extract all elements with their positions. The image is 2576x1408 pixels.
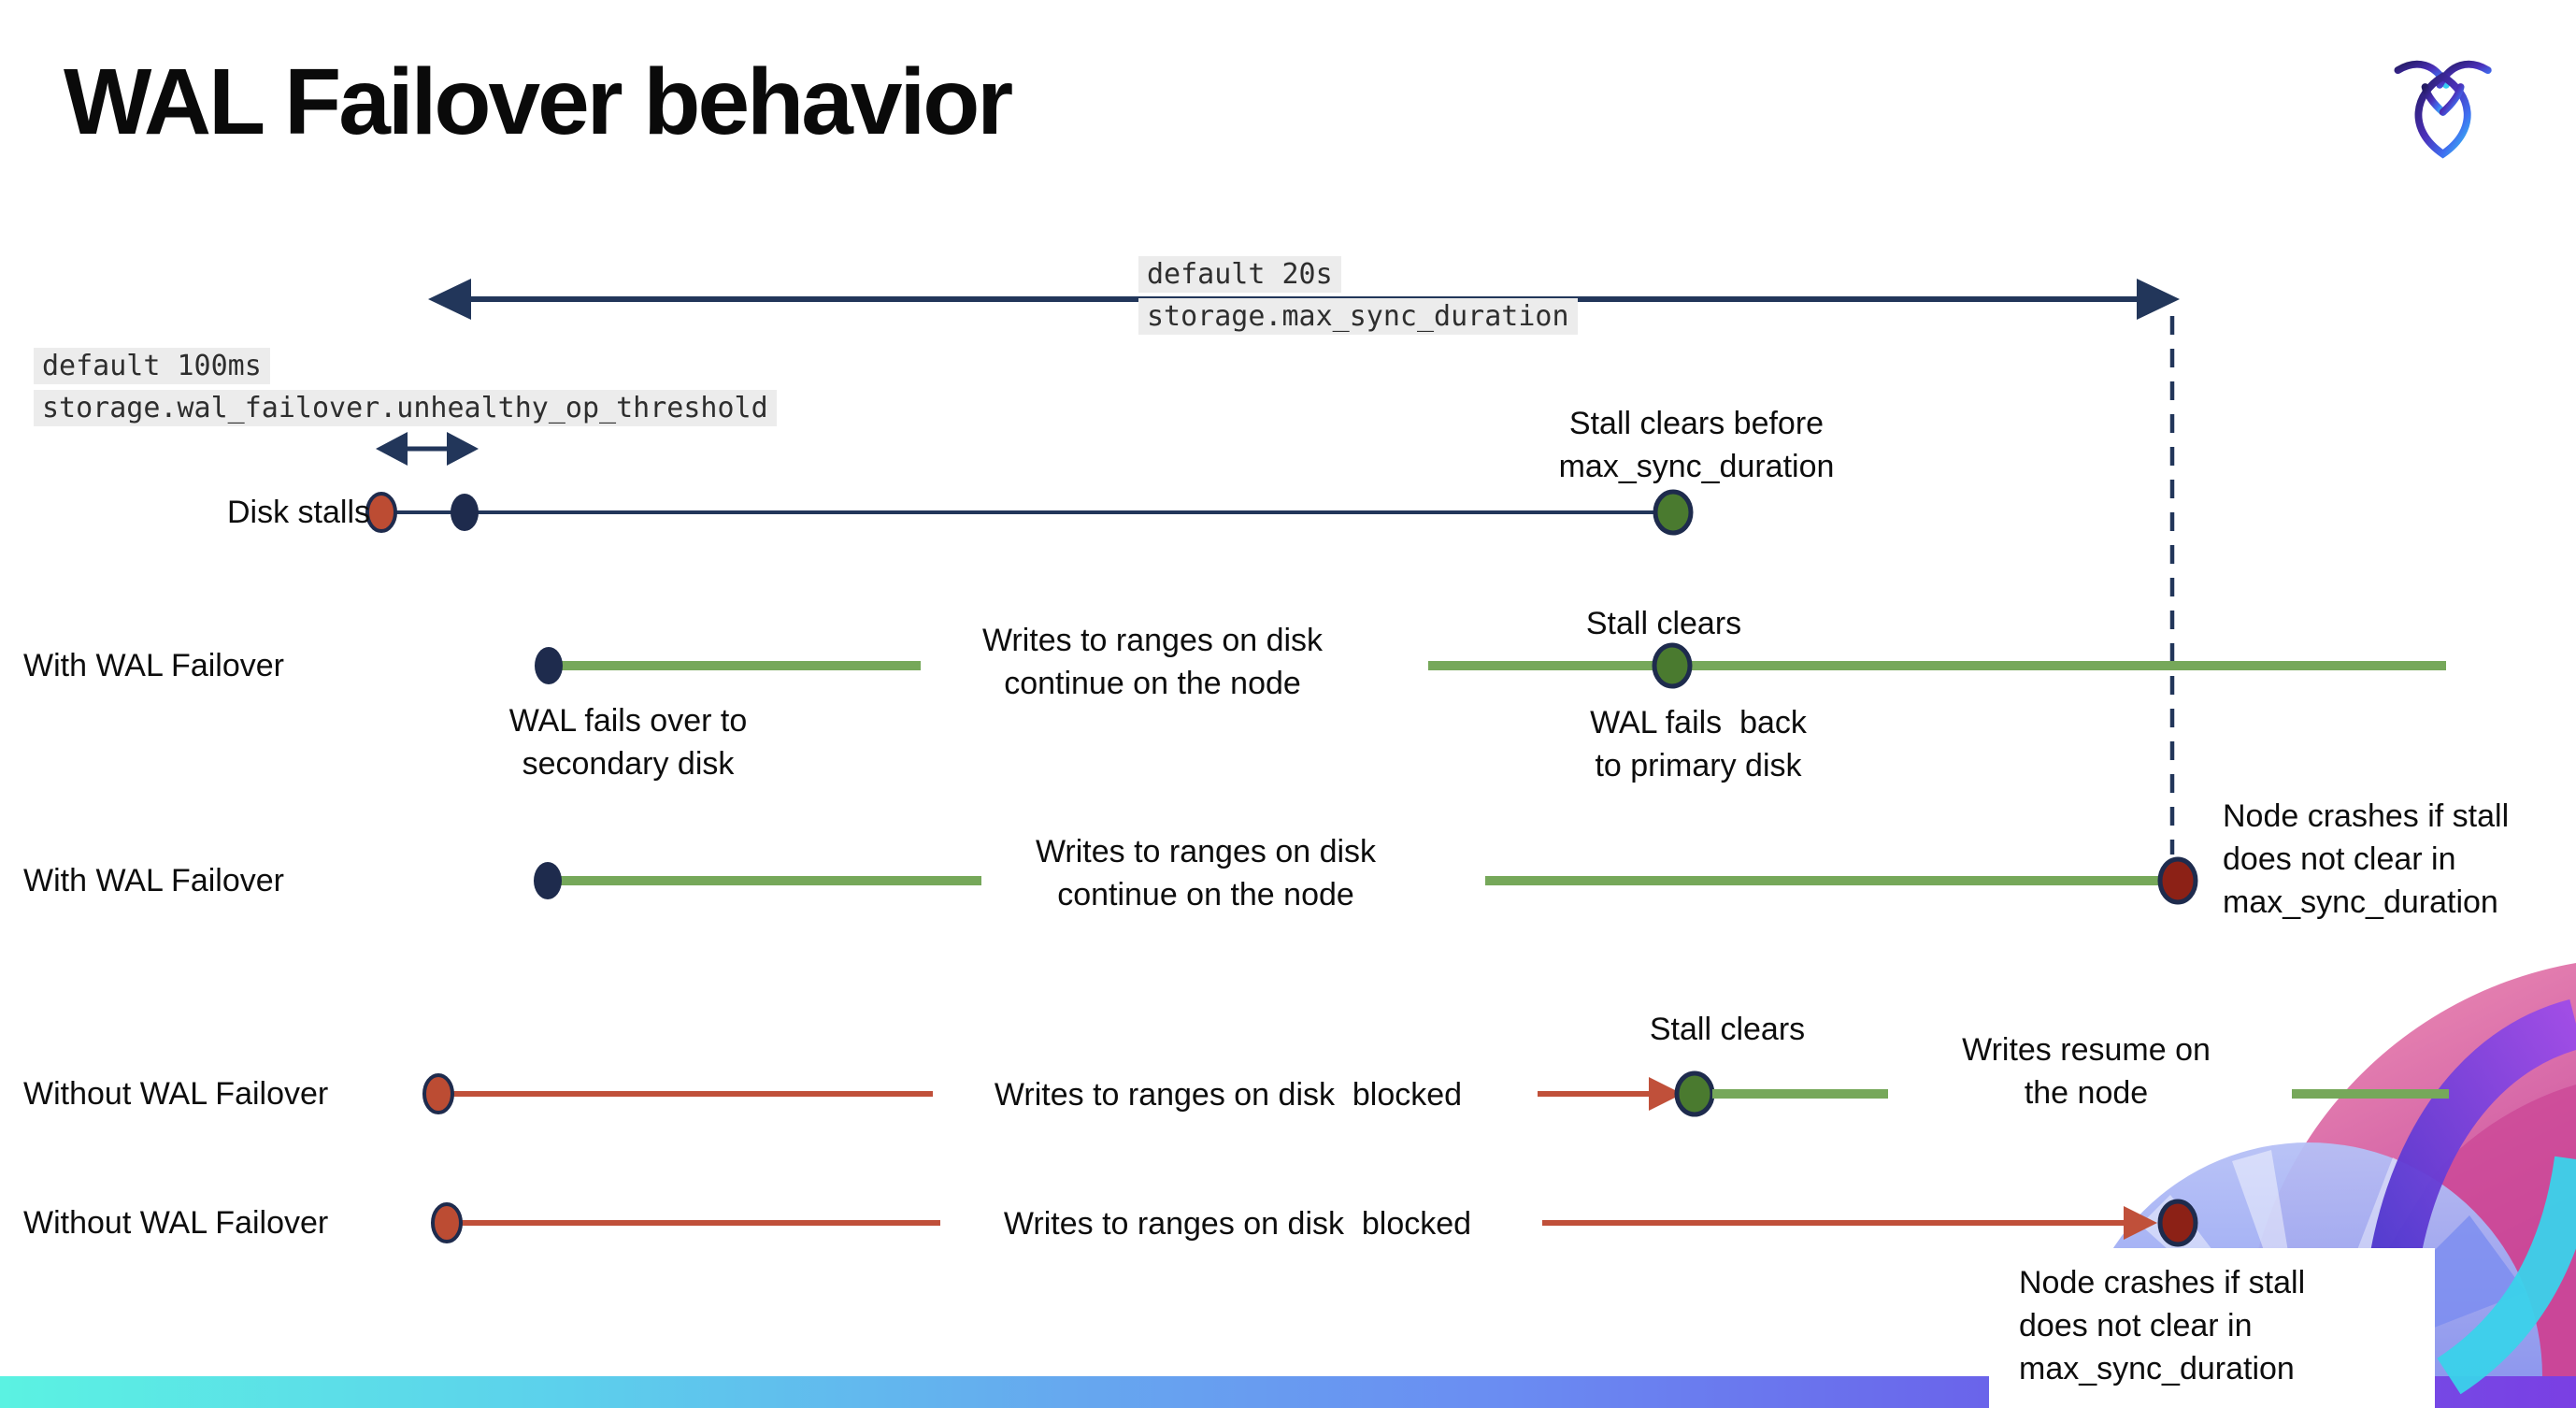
page-title: WAL Failover behavior: [64, 50, 1013, 154]
writes-continue-note: Writes to ranges on disk continue on the…: [1035, 834, 1377, 912]
disk-stall-start-dot: [422, 1073, 454, 1114]
unhealthy-op-default-value: default 100ms: [34, 348, 270, 384]
unhealthy-op-setting-label: default 100ms storage.wal_failover.unhea…: [34, 348, 777, 426]
decor-cyan-swoosh: [2437, 1156, 2576, 1395]
max-sync-setting-name: storage.max_sync_duration: [1138, 298, 1578, 335]
row-with-wal-failover-2: [534, 856, 2198, 905]
row-label-without-wal-1: Without WAL Failover: [23, 1076, 329, 1112]
row-label-without-wal-2: Without WAL Failover: [23, 1205, 329, 1241]
disk-stall-start-dot: [365, 492, 397, 533]
row-without-wal-failover-1: [422, 1070, 2449, 1117]
stall-clears-label: Stall clears: [1585, 606, 1742, 641]
cockroachdb-logo-icon: [2394, 60, 2492, 159]
max-sync-default-value: default 20s: [1138, 256, 1341, 293]
failover-dot: [535, 647, 563, 684]
node-crash-dot: [2157, 1199, 2198, 1247]
wal-fails-over-note: WAL fails over to secondary disk: [508, 703, 748, 782]
node-crash-note: Node crashes if stall does not clear in …: [2223, 798, 2510, 920]
wal-fails-back-note: WAL fails back to primary disk: [1590, 705, 1807, 783]
node-crash-dot: [2157, 856, 2198, 905]
failover-threshold-dot: [451, 494, 479, 531]
failover-dot: [534, 862, 562, 899]
row-label-with-wal-2: With WAL Failover: [23, 863, 284, 898]
max-sync-setting-label: default 20s storage.max_sync_duration: [1138, 256, 1578, 335]
red-arrowhead: [2124, 1206, 2157, 1240]
disk-stall-start-dot: [431, 1202, 463, 1243]
stall-clears-label: Stall clears: [1649, 1012, 1806, 1047]
row-with-wal-failover-1: [535, 642, 2446, 689]
row-without-wal-failover-2: [431, 1199, 2198, 1247]
node-crash-callout-box: Node crashes if stall does not clear in …: [1989, 1248, 2435, 1408]
writes-continue-note: Writes to ranges on disk continue on the…: [981, 623, 1324, 701]
row-label-disk-stalls: Disk stalls: [227, 495, 371, 530]
stall-clears-dot: [1653, 489, 1694, 536]
stall-clears-before-note: Stall clears before max_sync_duration: [1558, 406, 1835, 484]
node-crash-note: Node crashes if stall does not clear in …: [2019, 1265, 2306, 1386]
writes-blocked-note: Writes to ranges on disk blocked: [994, 1077, 1463, 1113]
red-arrowhead: [1649, 1077, 1682, 1111]
row-label-with-wal-1: With WAL Failover: [23, 648, 284, 683]
unhealthy-op-threshold-arrow: [376, 432, 479, 466]
unhealthy-op-setting-name: storage.wal_failover.unhealthy_op_thresh…: [34, 390, 777, 426]
row-disk-stalls: [365, 489, 1694, 536]
writes-resume-note: Writes resume on the node: [1962, 1032, 2211, 1111]
stall-clears-dot: [1652, 642, 1693, 689]
writes-blocked-note: Writes to ranges on disk blocked: [1003, 1206, 1472, 1242]
stall-clears-dot: [1674, 1070, 1715, 1117]
